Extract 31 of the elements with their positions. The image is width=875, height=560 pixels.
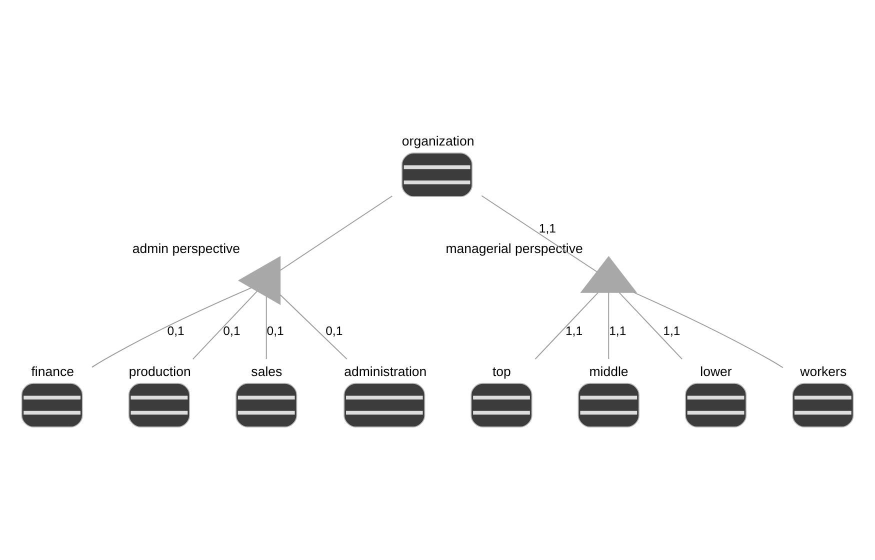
node-label: production — [128, 363, 191, 378]
node-label: top — [492, 363, 511, 378]
connector — [266, 296, 267, 359]
connector — [534, 292, 598, 360]
connector — [280, 195, 393, 270]
connector — [618, 292, 682, 360]
node-triangle — [580, 256, 638, 292]
connector — [192, 290, 258, 360]
node-label: workers — [800, 363, 847, 378]
node-label: finance — [31, 363, 74, 378]
edge-label: 1,1 — [565, 323, 583, 338]
node-label: admin perspective — [132, 240, 240, 256]
connector — [280, 294, 348, 360]
edge-label: 1,1 — [663, 323, 680, 338]
connector — [92, 286, 252, 368]
connector — [481, 194, 598, 272]
node-triangle — [238, 255, 281, 305]
connector — [608, 292, 610, 360]
connector — [633, 291, 784, 368]
edge-label: 0,1 — [326, 323, 343, 338]
edge-label: 0,1 — [266, 323, 284, 338]
edge-label: 0,1 — [167, 323, 184, 338]
node-label: middle — [589, 363, 628, 378]
edge-label: 1,1 — [538, 221, 556, 236]
edge-label: 0,1 — [223, 323, 240, 338]
node-label: organization — [402, 133, 474, 148]
node-label: administration — [344, 363, 427, 378]
node-label: managerial perspective — [446, 240, 583, 256]
node-label: lower — [700, 363, 732, 378]
node-label: sales — [251, 363, 282, 378]
edge-label: 1,1 — [609, 323, 626, 338]
